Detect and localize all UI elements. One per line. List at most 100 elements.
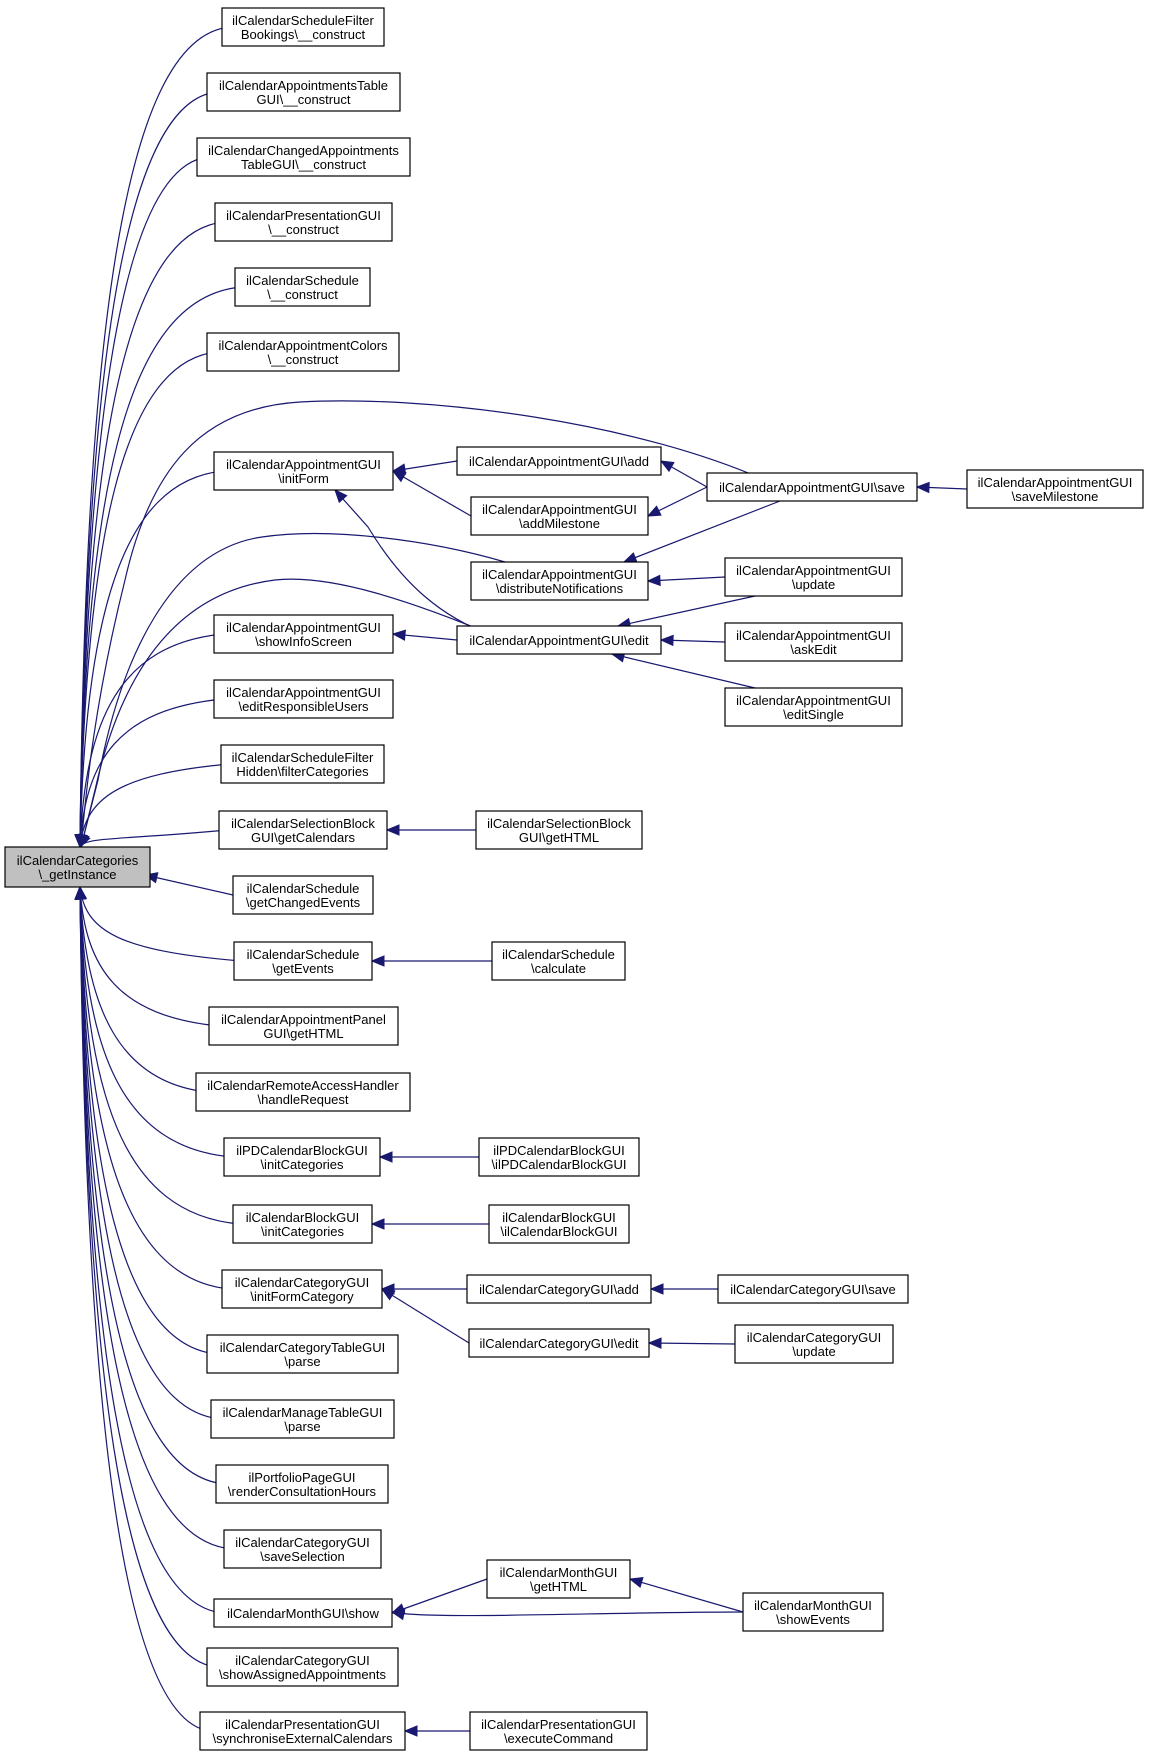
edge-n33-to-n32	[649, 1283, 718, 1295]
graph-node[interactable]: ilCalendarAppointmentGUI\distributeNotif…	[470, 561, 649, 601]
arrowhead	[378, 1151, 393, 1163]
graph-node[interactable]: ilCalendarAppointmentsTableGUI\__constru…	[206, 72, 401, 112]
arrowhead	[334, 489, 348, 504]
graph-node[interactable]: ilCalendarAppointmentGUI\save	[706, 472, 918, 502]
node-label-line: ilCalendarAppointmentGUI	[736, 628, 891, 643]
graph-node[interactable]: ilCalendarPresentationGUI\__construct	[214, 202, 393, 242]
node-label-line: ilCalendarSchedule	[247, 881, 360, 896]
arrowhead	[380, 1288, 396, 1301]
graph-node[interactable]: ilCalendarAppointmentGUI\edit	[456, 625, 662, 655]
focus-node[interactable]: ilCalendarCategories\_getInstance	[4, 846, 151, 888]
graph-node[interactable]: ilPDCalendarBlockGUI\ilPDCalendarBlockGU…	[478, 1137, 640, 1177]
graph-node[interactable]: ilCalendarScheduleFilterHidden\filterCat…	[220, 744, 385, 784]
node-label-line: ilCalendarAppointmentGUI	[978, 475, 1133, 490]
node-box	[232, 1204, 373, 1244]
graph-node[interactable]: ilCalendarAppointmentGUI\saveMilestone	[966, 469, 1144, 509]
node-label-line: ilCalendarSchedule	[247, 947, 360, 962]
node-label-line: ilCalendarMonthGUI	[754, 1598, 872, 1613]
node-box	[213, 679, 394, 719]
graph-node[interactable]: ilCalendarAppointmentGUI\showInfoScreen	[213, 614, 394, 654]
node-label-line: ilCalendarCategoryGUI	[235, 1275, 369, 1290]
node-box	[232, 875, 374, 915]
graph-node[interactable]: ilCalendarAppointmentGUI\askEdit	[724, 622, 903, 662]
arrowhead	[622, 552, 638, 563]
graph-node[interactable]: ilCalendarCategoryGUI\showAssignedAppoin…	[206, 1647, 399, 1687]
edge-n13-to-n12	[646, 574, 726, 587]
graph-node[interactable]: ilPortfolioPageGUI\renderConsultationHou…	[215, 1464, 389, 1504]
graph-node[interactable]: ilCalendarPresentationGUI\synchroniseExt…	[199, 1711, 406, 1751]
node-label-line: \initFormCategory	[250, 1289, 354, 1304]
node-label-line: ilCalendarAppointmentGUI\edit	[469, 633, 649, 648]
arrowhead	[74, 885, 86, 900]
node-box	[469, 1711, 648, 1751]
edges-layer	[74, 26, 968, 1737]
graph-node[interactable]: ilCalendarCategoryGUI\saveSelection	[223, 1529, 382, 1569]
node-label-line: ilCalendarCategoryGUI\add	[479, 1282, 639, 1297]
graph-node[interactable]: ilPDCalendarBlockGUI\initCategories	[223, 1137, 381, 1177]
graph-node[interactable]: ilCalendarSchedule\getChangedEvents	[232, 875, 374, 915]
node-box	[456, 625, 662, 655]
graph-node[interactable]: ilCalendarBlockGUI\ilCalendarBlockGUI	[488, 1204, 630, 1244]
node-label-line: \showAssignedAppointments	[219, 1667, 386, 1682]
node-label-line: ilCalendarAppointmentGUI	[226, 457, 381, 472]
graph-node[interactable]: ilCalendarAppointmentGUI\add	[456, 446, 662, 476]
arrowhead	[659, 634, 674, 647]
edge-n38-to-root	[74, 885, 225, 1485]
node-box	[206, 1647, 399, 1687]
node-label-line: \initCategories	[260, 1157, 344, 1172]
graph-node[interactable]: ilCalendarPresentationGUI\executeCommand	[469, 1711, 648, 1751]
graph-node[interactable]: ilCalendarMonthGUI\show	[213, 1598, 393, 1628]
node-label-line: ilCalendarMonthGUI	[500, 1565, 618, 1580]
node-label-line: TableGUI\__construct	[241, 157, 366, 172]
edge-n23-to-root	[75, 885, 241, 962]
graph-node[interactable]: ilCalendarAppointmentGUI\initForm	[213, 451, 394, 491]
edge-n42-to-n40	[390, 1608, 744, 1621]
node-label-line: ilCalendarCategoryGUI	[235, 1653, 369, 1668]
node-label-line: GUI\getHTML	[263, 1026, 343, 1041]
graph-node[interactable]: ilCalendarRemoteAccessHandler\handleRequ…	[195, 1072, 411, 1112]
node-label-line: \saveSelection	[260, 1549, 345, 1564]
node-box	[213, 1598, 393, 1628]
graph-node[interactable]: ilCalendarAppointmentGUI\editSingle	[724, 687, 903, 727]
graph-node[interactable]: ilCalendarCategoryGUI\edit	[468, 1328, 650, 1358]
graph-node[interactable]: ilCalendarManageTableGUI\parse	[210, 1399, 395, 1439]
graph-node[interactable]: ilCalendarAppointmentGUI\update	[724, 557, 903, 597]
node-label-line: ilPDCalendarBlockGUI	[493, 1143, 625, 1158]
node-label-line: \getEvents	[272, 961, 334, 976]
graph-node[interactable]: ilCalendarScheduleFilterBookings\__const…	[221, 7, 385, 47]
graph-node[interactable]: ilCalendarMonthGUI\showEvents	[742, 1592, 884, 1632]
node-label-line: \update	[792, 577, 835, 592]
graph-node[interactable]: ilCalendarCategoryGUI\update	[734, 1324, 894, 1364]
graph-node[interactable]: ilCalendarAppointmentGUI\addMilestone	[470, 496, 649, 536]
graph-node[interactable]: ilCalendarCategoryGUI\initFormCategory	[221, 1269, 383, 1309]
graph-node[interactable]: ilCalendarSchedule\getEvents	[233, 941, 373, 981]
node-label-line: ilCalendarScheduleFilter	[232, 750, 374, 765]
graph-node[interactable]: ilCalendarSchedule\calculate	[491, 941, 626, 981]
arrowhead	[659, 460, 675, 473]
graph-node[interactable]: ilCalendarBlockGUI\initCategories	[232, 1204, 373, 1244]
graph-node[interactable]: ilCalendarSchedule\__construct	[234, 267, 371, 307]
graph-node[interactable]: ilCalendarChangedAppointmentsTableGUI\__…	[196, 137, 411, 177]
node-label-line: ilCalendarRemoteAccessHandler	[207, 1078, 399, 1093]
node-box	[223, 1137, 381, 1177]
node-label-line: \showInfoScreen	[255, 634, 352, 649]
node-label-line: ilCalendarSelectionBlock	[487, 816, 631, 831]
graph-node[interactable]: ilCalendarAppointmentColors\__construct	[206, 332, 400, 372]
graph-node[interactable]: ilCalendarMonthGUI\getHTML	[486, 1559, 631, 1599]
graph-node[interactable]: ilCalendarCategoryTableGUI\parse	[206, 1334, 399, 1374]
node-label-line: \handleRequest	[257, 1092, 348, 1107]
node-label-line: \askEdit	[790, 642, 837, 657]
node-box	[206, 1334, 399, 1374]
node-label-line: GUI\getCalendars	[251, 830, 356, 845]
node-label-line: \showEvents	[776, 1612, 850, 1627]
edge-n44-to-root	[74, 885, 211, 1732]
graph-node[interactable]: ilCalendarCategoryGUI\add	[466, 1274, 652, 1304]
node-label-line: \__construct	[268, 222, 339, 237]
node-label-line: \ilPDCalendarBlockGUI	[491, 1157, 626, 1172]
graph-node[interactable]: ilCalendarAppointmentGUI\editResponsible…	[213, 679, 394, 719]
edge-n18-to-root	[74, 698, 224, 849]
graph-node[interactable]: ilCalendarCategoryGUI\save	[717, 1274, 909, 1304]
